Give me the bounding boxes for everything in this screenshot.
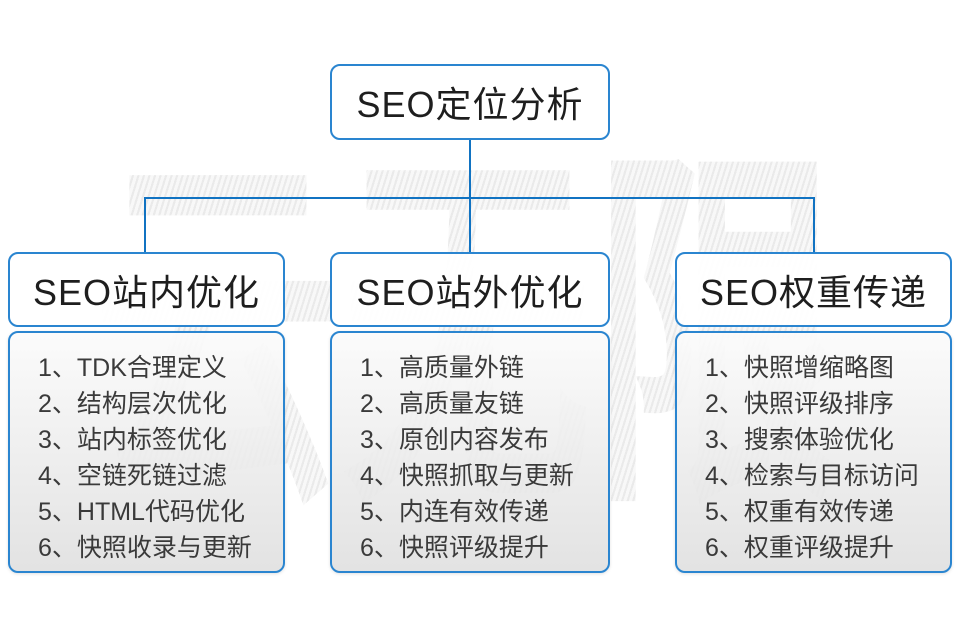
connector-drop-right — [813, 199, 815, 253]
list-box-onsite: 1、TDK合理定义 2、结构层次优化 3、站内标签优化 4、空链死链过滤 5、H… — [8, 331, 285, 573]
root-node-title: SEO定位分析 — [356, 84, 584, 125]
list-item: 4、空链死链过滤 — [38, 462, 227, 490]
connector-horizontal-bus — [144, 197, 815, 199]
list-item: 6、快照收录与更新 — [38, 534, 252, 562]
list-item: 2、结构层次优化 — [38, 390, 227, 418]
list-item: 6、权重评级提升 — [705, 534, 894, 562]
column-header-onsite: SEO站内优化 — [8, 252, 285, 327]
list-item: 2、高质量友链 — [360, 390, 524, 418]
list-item: 1、高质量外链 — [360, 354, 524, 382]
connector-drop-middle — [469, 199, 471, 253]
list-item: 5、HTML代码优化 — [38, 498, 245, 526]
column-header-weight: SEO权重传递 — [675, 252, 952, 327]
list-item: 3、原创内容发布 — [360, 426, 549, 454]
list-item: 4、检索与目标访问 — [705, 462, 919, 490]
column-header-onsite-title: SEO站内优化 — [32, 271, 261, 313]
list-box-weight: 1、快照增缩略图 2、快照评级排序 3、搜索体验优化 4、检索与目标访问 5、权… — [675, 331, 952, 573]
list-item: 5、权重有效传递 — [705, 498, 894, 526]
column-header-offsite: SEO站外优化 — [330, 252, 610, 327]
list-box-offsite: 1、高质量外链 2、高质量友链 3、原创内容发布 4、快照抓取与更新 5、内连有… — [330, 331, 610, 573]
list-item: 1、TDK合理定义 — [38, 354, 227, 382]
list-item: 3、站内标签优化 — [38, 426, 227, 454]
connector-drop-left — [144, 199, 146, 253]
column-header-offsite-title: SEO站外优化 — [356, 271, 584, 313]
list-item: 4、快照抓取与更新 — [360, 462, 574, 490]
list-item: 1、快照增缩略图 — [705, 354, 894, 382]
list-item: 6、快照评级提升 — [360, 534, 549, 562]
connector-root-vertical — [469, 140, 471, 198]
list-item: 3、搜索体验优化 — [705, 426, 894, 454]
column-header-weight-title: SEO权重传递 — [699, 271, 928, 313]
root-node: SEO定位分析 — [330, 64, 610, 140]
list-item: 2、快照评级排序 — [705, 390, 894, 418]
list-item: 5、内连有效传递 — [360, 498, 549, 526]
